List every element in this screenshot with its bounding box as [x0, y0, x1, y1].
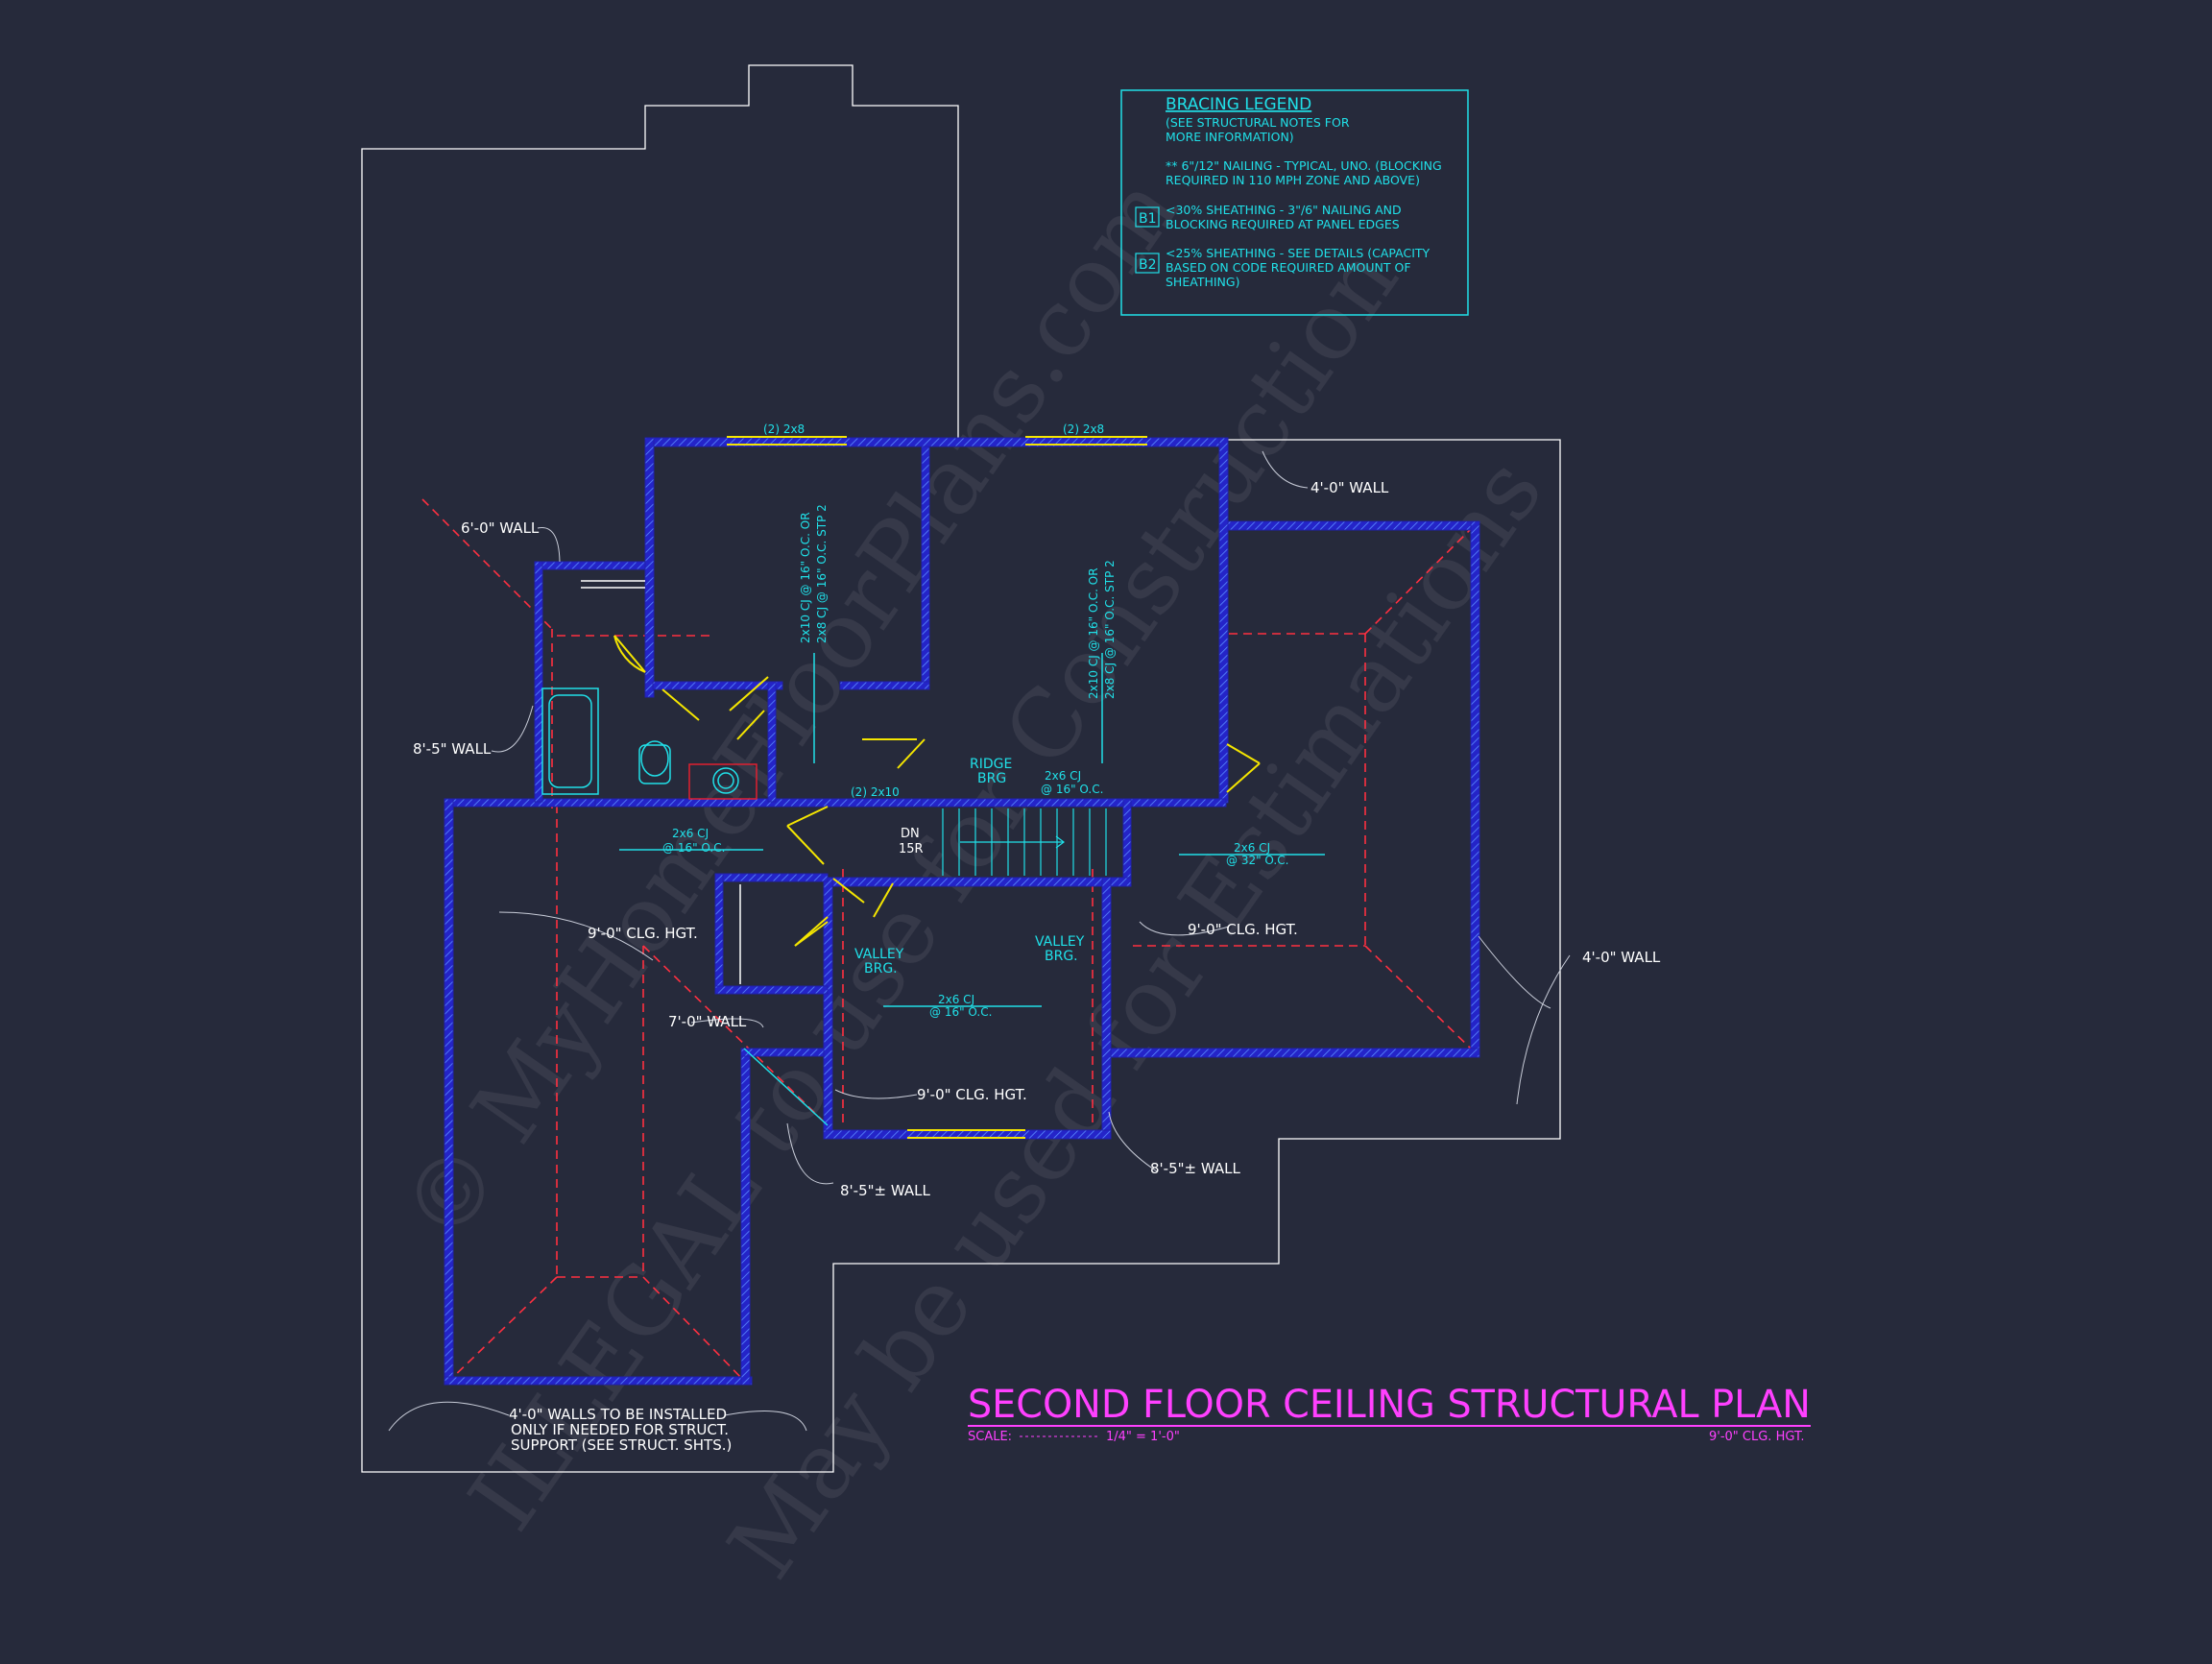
vanity: [688, 763, 757, 800]
b1-tag: B1: [1139, 211, 1157, 227]
cj-stair-line2: @ 16" O.C.: [1041, 783, 1103, 796]
legend-item1-line1: ** 6"/12" NAILING - TYPICAL, UNO. (BLOCK…: [1166, 158, 1442, 173]
label-9-0-clg-right: 9'-0" CLG. HGT.: [1188, 921, 1298, 938]
cj-west-line1: 2x6 CJ: [672, 827, 709, 840]
label-4-0-wall-top: 4'-0" WALL: [1310, 479, 1389, 496]
bath-fixtures: [541, 580, 741, 984]
legend-b2-line2: BASED ON CODE REQUIRED AMOUNT OF: [1166, 260, 1411, 275]
legend-frame: [1120, 89, 1469, 316]
scale-label: SCALE:: [968, 1430, 1012, 1444]
ridge-label-1: RIDGE: [970, 757, 1012, 772]
legend-b2-line1: <25% SHEATHING - SEE DETAILS (CAPACITY: [1166, 246, 1431, 260]
plan-title: SECOND FLOOR CEILING STRUCTURAL PLAN: [968, 1383, 1811, 1427]
stair-dn: DN: [901, 827, 920, 841]
label-6-0-wall: 6'-0" WALL: [461, 519, 540, 537]
door-swings: [613, 635, 1261, 947]
cj-right-line2: 2x8 CJ @ 16" O.C. STP 2: [1103, 560, 1117, 699]
joist-arrows: [619, 653, 1325, 1126]
cj-south-line2: @ 16" O.C.: [929, 1005, 992, 1019]
note-line-3: SUPPORT (SEE STRUCT. SHTS.): [511, 1436, 732, 1454]
legend-b2-line3: SHEATHING): [1166, 275, 1239, 289]
legend-b1-line1: <30% SHEATHING - 3"/6" NAILING AND: [1166, 203, 1402, 217]
cj-west-line2: @ 16" O.C.: [662, 841, 725, 855]
title-ceiling-height: 9'-0" CLG. HGT.: [1709, 1430, 1805, 1444]
valley-left-1: VALLEY: [854, 947, 904, 962]
cj-stair-line1: 2x6 CJ: [1045, 769, 1081, 783]
windows: [727, 436, 1147, 1139]
cj-left-line1: 2x10 CJ @ 16" O.C. OR: [799, 512, 812, 643]
cj-south-line1: 2x6 CJ: [938, 993, 974, 1006]
label-4-0-wall-right: 4'-0" WALL: [1582, 949, 1661, 966]
header-mid-label: (2) 2x10: [851, 785, 900, 799]
label-9-0-clg-left: 9'-0" CLG. HGT.: [588, 925, 698, 942]
stair: [942, 808, 1107, 876]
legend-title: BRACING LEGEND: [1166, 95, 1311, 114]
b1-tag-box: [1135, 206, 1160, 228]
structural-labels: (2) 2x8 (2) 2x8 (2) 2x10 2x10 CJ @ 16" O…: [662, 422, 1288, 1019]
valley-left-2: BRG.: [864, 961, 898, 977]
wall-labels: 6'-0" WALL 8'-5" WALL 4'-0" WALL 4'-0" W…: [413, 479, 1661, 1454]
legend-note-2: MORE INFORMATION): [1166, 130, 1294, 144]
header-left-label: (2) 2x8: [763, 422, 805, 436]
label-7-0-wall: 7'-0" WALL: [668, 1013, 747, 1030]
stair-risers: 15R: [899, 842, 924, 856]
label-8-5-pm-wall-b: 8'-5"± WALL: [1150, 1160, 1240, 1177]
legend-note-1: (SEE STRUCTURAL NOTES FOR: [1166, 115, 1350, 130]
valley-right-1: VALLEY: [1035, 934, 1085, 950]
header-right-label: (2) 2x8: [1063, 422, 1104, 436]
cj-east-line2: @ 32" O.C.: [1226, 854, 1288, 867]
cj-left-line2: 2x8 CJ @ 16" O.C. STP 2: [815, 504, 829, 643]
b2-tag: B2: [1139, 257, 1157, 273]
legend-b1-line2: BLOCKING REQUIRED AT PANEL EDGES: [1166, 217, 1400, 231]
cj-right-line1: 2x10 CJ @ 16" O.C. OR: [1087, 567, 1100, 699]
walls: [444, 437, 1480, 1386]
bracing-legend: BRACING LEGEND (SEE STRUCTURAL NOTES FOR…: [1120, 89, 1469, 316]
ridge-label-2: BRG: [977, 771, 1006, 786]
label-8-5-wall: 8'-5" WALL: [413, 740, 492, 758]
b2-tag-box: [1135, 253, 1160, 274]
label-8-5-pm-wall-a: 8'-5"± WALL: [840, 1182, 930, 1199]
title-block: SECOND FLOOR CEILING STRUCTURAL PLAN SCA…: [968, 1383, 1811, 1444]
valley-right-2: BRG.: [1045, 949, 1078, 964]
legend-item1-line2: REQUIRED IN 110 MPH ZONE AND ABOVE): [1166, 173, 1420, 187]
leader-lines: [388, 450, 1571, 1432]
cj-east-line1: 2x6 CJ: [1234, 841, 1270, 855]
hip-lines: [421, 498, 1475, 1382]
note-line-2: ONLY IF NEEDED FOR STRUCT.: [511, 1421, 729, 1438]
label-9-0-clg-bottom: 9'-0" CLG. HGT.: [917, 1086, 1027, 1103]
scale-value: 1/4" = 1'-0": [1106, 1430, 1180, 1444]
note-line-1: 4'-0" WALLS TO BE INSTALLED: [509, 1406, 727, 1423]
